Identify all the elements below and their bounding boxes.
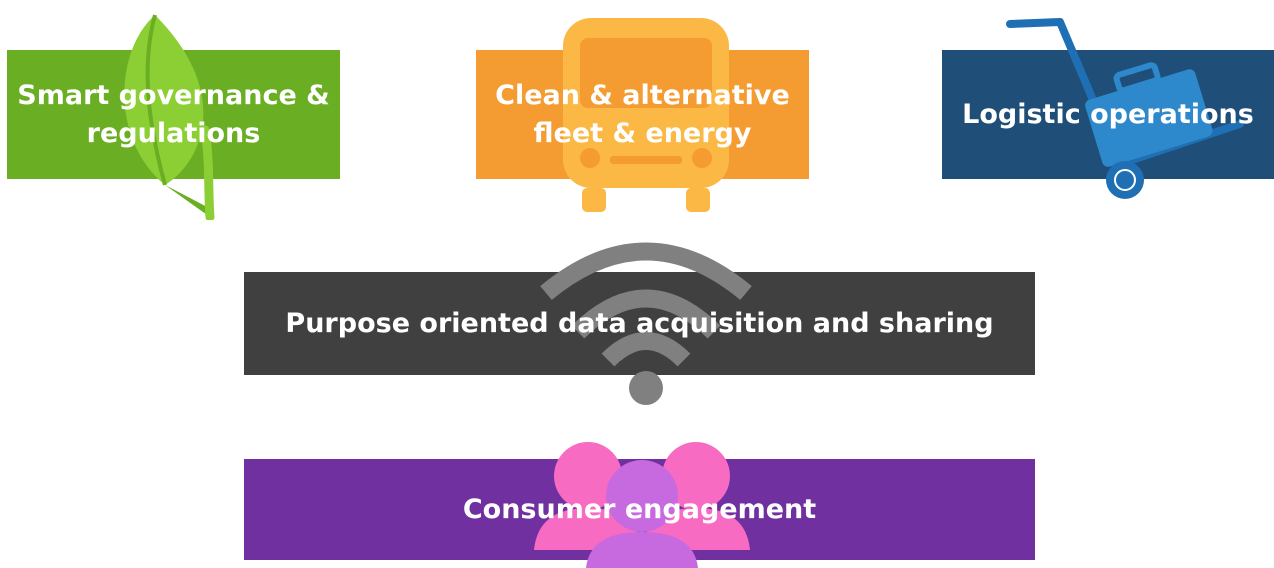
logistics-line-1: Logistic operations bbox=[962, 98, 1254, 130]
leaf-icon bbox=[124, 14, 215, 220]
consumer-line-1: Consumer engagement bbox=[462, 493, 817, 525]
data-line-1: Purpose oriented data acquisition and sh… bbox=[285, 307, 994, 339]
fleet-line-2: fleet & energy bbox=[533, 117, 752, 149]
wifi-icon bbox=[540, 242, 752, 405]
bus-icon bbox=[563, 18, 729, 212]
governance-label: Smart governance & regulations bbox=[7, 50, 340, 179]
data-box bbox=[244, 272, 1035, 375]
fleet-label: Clean & alternative fleet & energy bbox=[476, 50, 809, 179]
fleet-line-1: Clean & alternative bbox=[495, 79, 790, 111]
consumer-label: Consumer engagement bbox=[244, 459, 1035, 560]
people-icon bbox=[534, 442, 750, 568]
governance-line-2: regulations bbox=[86, 117, 261, 149]
hand-truck-icon bbox=[1006, 18, 1244, 199]
data-label: Purpose oriented data acquisition and sh… bbox=[244, 272, 1035, 375]
governance-line-1: Smart governance & bbox=[17, 79, 330, 111]
logistics-label: Logistic operations bbox=[942, 50, 1274, 179]
